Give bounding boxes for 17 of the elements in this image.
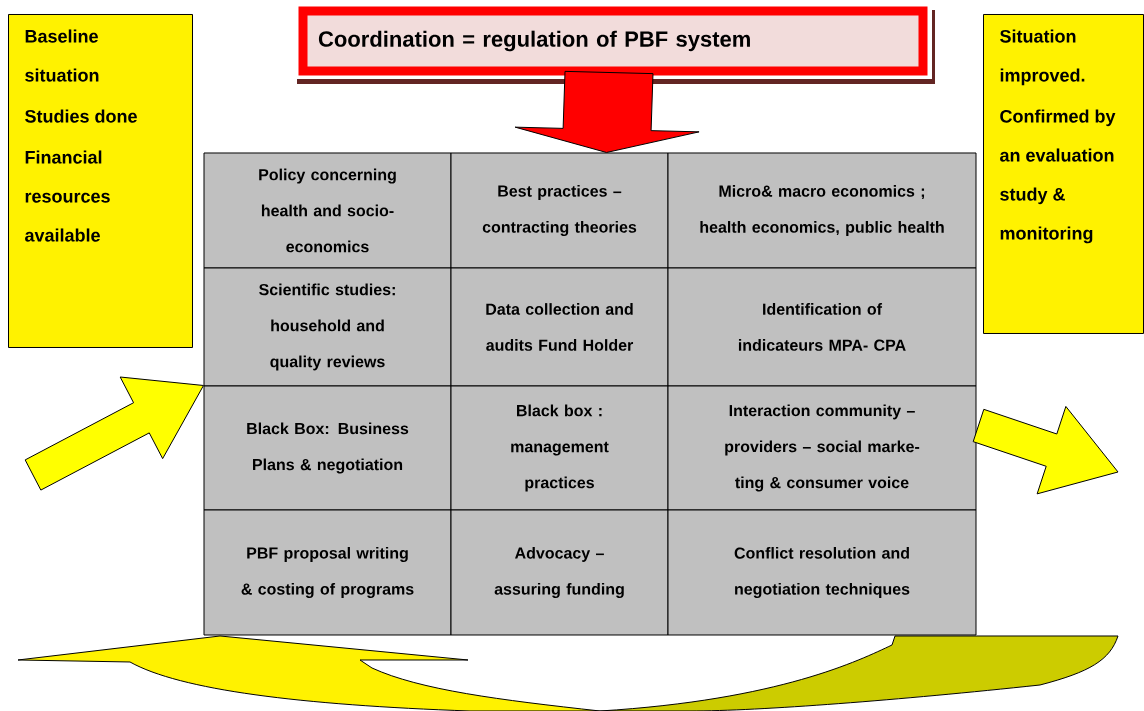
grid-cell: Policy concerning health and socio-economics [203,152,452,269]
grid-cell: Micro& macro economics ; health economics, public health [667,152,977,269]
grid-cell: Advocacy – assuring funding [450,509,669,636]
grid-cell: Interaction community – providers – social marke-ting & consumer voice [667,385,977,511]
grid-cell: PBF proposal writing & costing of programs [203,509,452,636]
note-box: Baseline situation Studies done Financial resources available [8,14,193,348]
grid-cell: Black box : management practices [450,385,669,511]
block-arrow [972,405,1119,495]
grid-cell: Best practices – contracting theories [450,152,669,269]
block-arrow [24,376,204,491]
grid-cell: Identification of indicateurs MPA- CPA [667,267,977,387]
grid-cell: Black Box: Business Plans & negotiation [203,385,452,511]
note-box: Situation improved. Confirmed by an evaluation study & monitoring [983,14,1144,334]
grid-cell: Scientific studies: household and quality reviews [203,267,452,387]
grid-cell: Data collection and audits Fund Holder [450,267,669,387]
title-box: Coordination = regulation of PBF system [294,3,935,84]
grid-cell: Conflict resolution and negotiation techniques [667,509,977,636]
